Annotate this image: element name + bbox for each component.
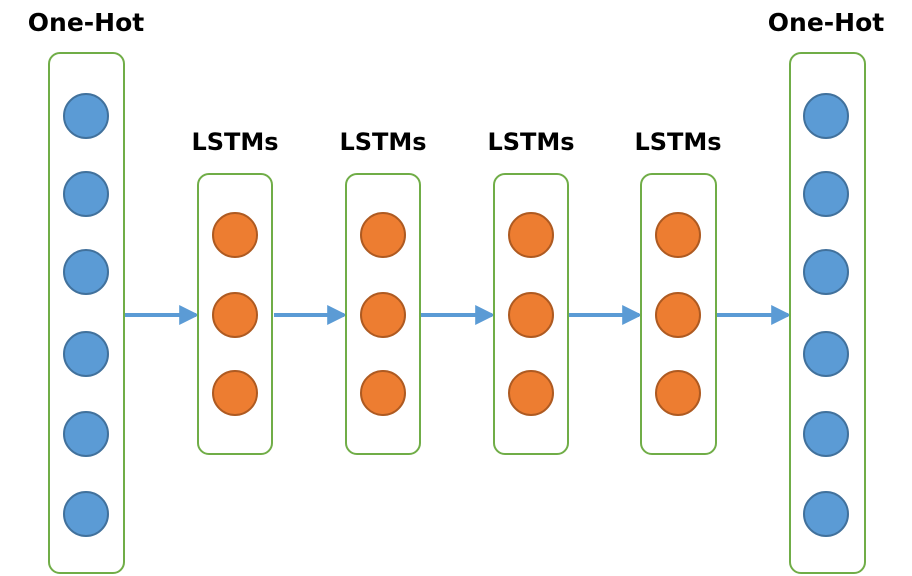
output-layer-box [789,52,866,574]
lstm-node [360,212,406,258]
lstm-node [655,212,701,258]
output-node [803,249,849,295]
lstm-node [508,370,554,416]
lstm-node [212,370,258,416]
lstm-node [212,212,258,258]
output-node [803,331,849,377]
lstm-node [508,292,554,338]
lstm-node [655,292,701,338]
lstm-layer-4-title: LSTMs [634,128,722,156]
output-node [803,491,849,537]
lstm-node [508,212,554,258]
lstm-node [212,292,258,338]
input-layer-box [48,52,125,574]
lstm-layer-1-title: LSTMs [191,128,279,156]
output-node [803,93,849,139]
lstm-node [360,370,406,416]
output-node [803,171,849,217]
input-node [63,331,109,377]
input-node [63,491,109,537]
input-layer-title: One-Hot [27,8,145,37]
output-layer-title: One-Hot [767,8,885,37]
input-node [63,249,109,295]
lstm-layer-3-title: LSTMs [487,128,575,156]
lstm-layer-2-title: LSTMs [339,128,427,156]
lstm-node [360,292,406,338]
input-node [63,93,109,139]
lstm-node [655,370,701,416]
output-node [803,411,849,457]
input-node [63,171,109,217]
input-node [63,411,109,457]
